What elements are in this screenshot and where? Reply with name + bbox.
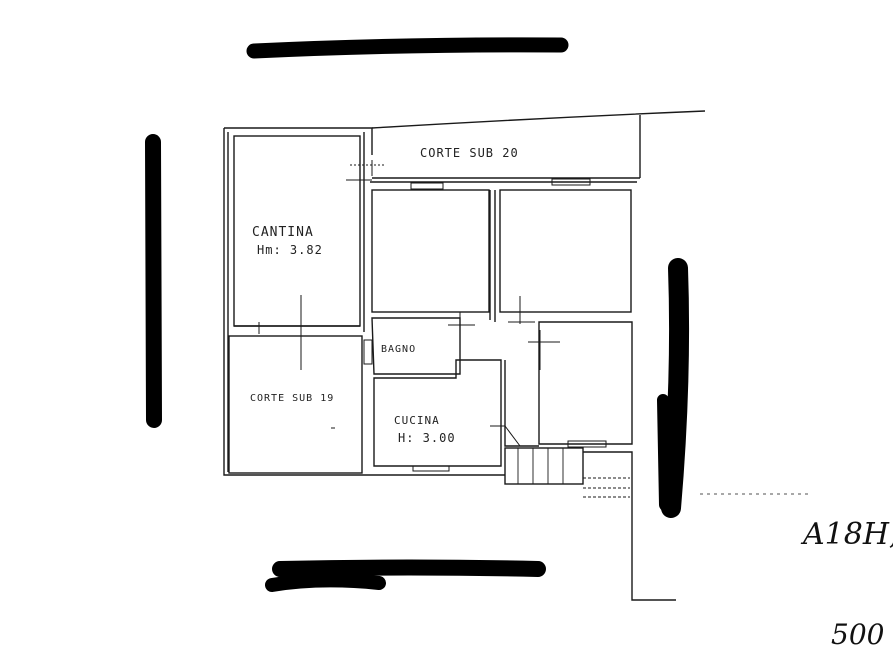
plan-walls: [223, 110, 810, 601]
handwritten-note-bottom: 500: [831, 618, 884, 651]
redaction-right-lower: [657, 394, 671, 511]
label-cucina-height: H: 3.00: [398, 431, 456, 445]
redaction-bottom: [272, 559, 546, 577]
label-cantina: CANTINA: [252, 225, 314, 240]
redaction-top: [246, 37, 569, 59]
label-cucina: CUCINA: [394, 414, 440, 427]
label-corte-sub19: CORTE SUB 19: [250, 393, 334, 404]
label-corte-sub20: CORTE SUB 20: [420, 146, 519, 160]
handwritten-note-top: A18H,: [800, 517, 893, 552]
redaction-bottom-2: [265, 573, 386, 592]
redaction-marks: [145, 37, 690, 592]
redaction-right: [661, 258, 690, 518]
label-cantina-height: Hm: 3.82: [257, 243, 323, 257]
redaction-left: [145, 134, 162, 428]
label-bagno: BAGNO: [381, 344, 416, 355]
